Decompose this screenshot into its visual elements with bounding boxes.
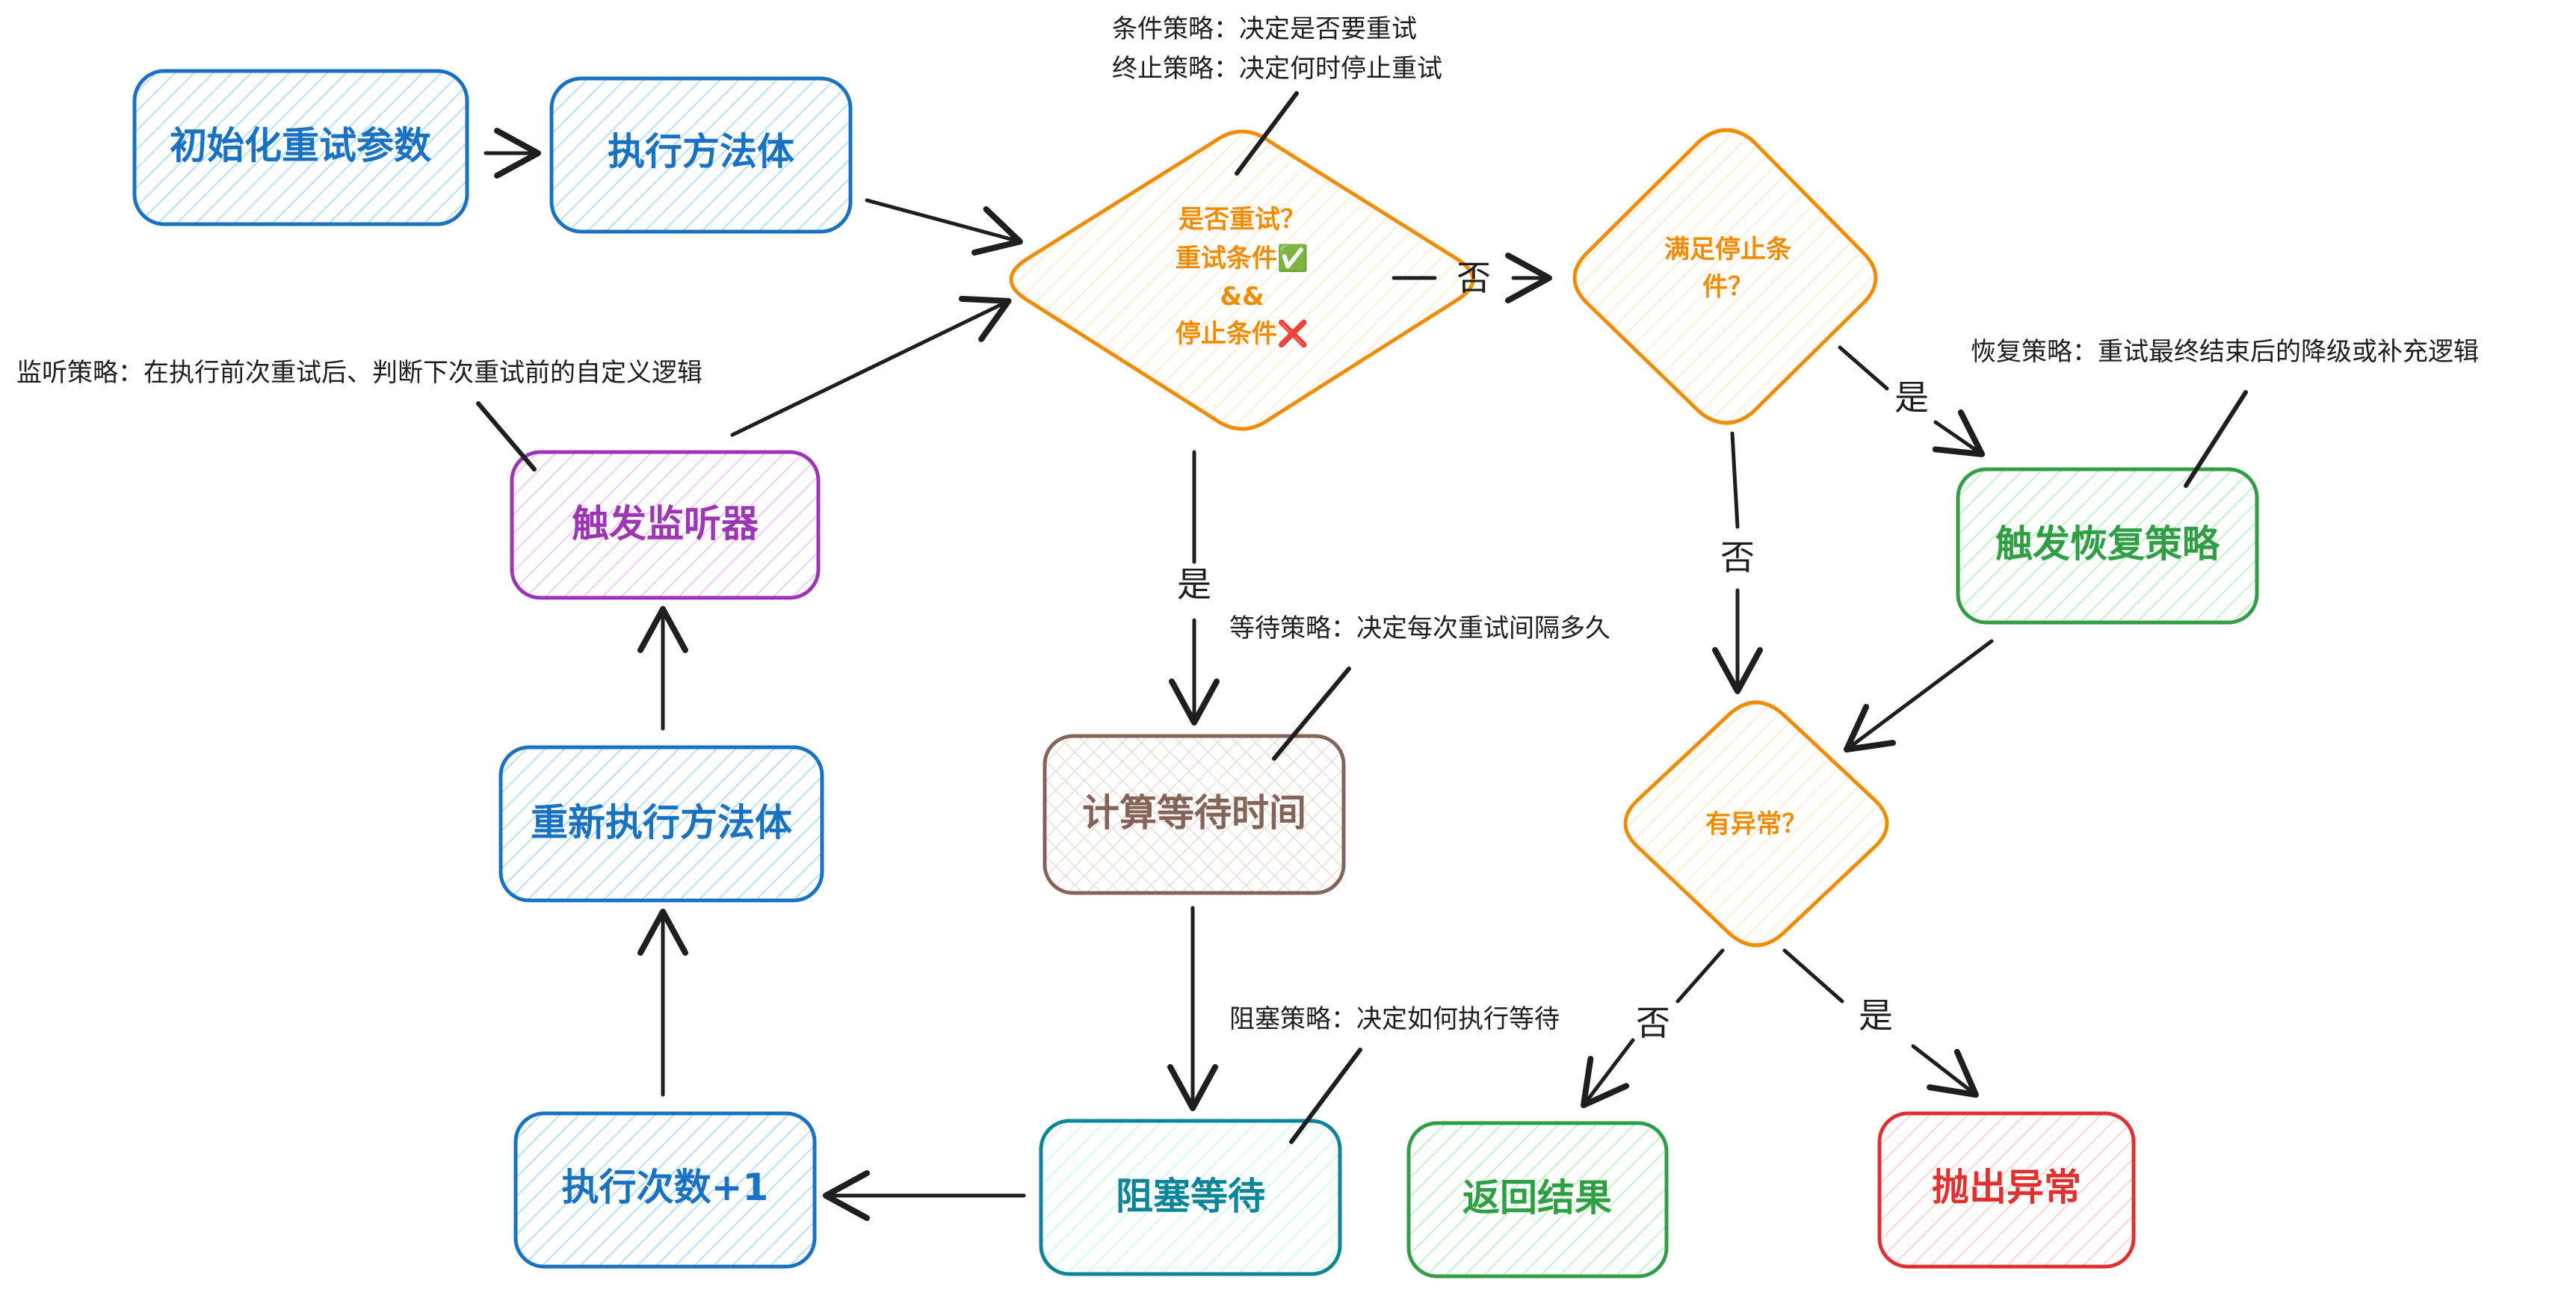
note-block: 阻塞策略：决定如何执行等待 [1229, 1004, 1560, 1034]
decision-stop-line2: 件？ [1702, 272, 1753, 302]
leader-block [1289, 1048, 1362, 1144]
decision-retry-line3: && [1220, 282, 1264, 312]
node-exec: 执行方法体 [549, 76, 853, 234]
node-listener-label: 触发监听器 [572, 502, 759, 545]
note-termination: 终止策略：决定何时停止重试 [1112, 54, 1442, 84]
edge-label-stop-no: 否 [1720, 537, 1755, 578]
node-calc-wait-label: 计算等待时间 [1082, 791, 1306, 835]
node-count-label: 执行次数+1 [562, 1166, 769, 1209]
arrow-exec-to-decision [865, 198, 1023, 256]
note-wait: 等待策略：决定每次重试间隔多久 [1229, 613, 1610, 643]
node-return-result: 返回结果 [1406, 1121, 1669, 1279]
edge-label-exc-yes: 是 [1859, 995, 1893, 1036]
decision-retry-line1: 是否重试？ [1179, 205, 1306, 235]
node-reexec: 重新执行方法体 [498, 745, 824, 903]
edge-label-retry-no: 否 [1457, 258, 1491, 298]
leader-wait [1272, 667, 1351, 761]
decision-exception: 有异常？ [1623, 700, 1889, 948]
edge-label-retry-yes: 是 [1177, 564, 1211, 605]
node-recovery: 触发恢复策略 [1956, 467, 2259, 625]
node-calc-wait: 计算等待时间 [1043, 734, 1346, 895]
edge-label-stop-yes: 是 [1894, 377, 1929, 418]
decision-stop-line1: 满足停止条 [1664, 235, 1791, 265]
leader-recover [2184, 390, 2248, 488]
decision-retry-line2: 重试条件✅ [1176, 244, 1309, 273]
decision-retry: 是否重试？ 重试条件✅ && 停止条件❌ [1009, 129, 1475, 431]
arrow-exception-to-throw [1782, 948, 1973, 1092]
node-block-wait-label: 阻塞等待 [1116, 1175, 1265, 1218]
decision-retry-line4: 停止条件❌ [1176, 319, 1309, 349]
note-recover: 恢复策略：重试最终结束后的降级或补充逻辑 [1971, 337, 2479, 367]
node-exec-label: 执行方法体 [608, 130, 794, 173]
edge-label-exc-no: 否 [1636, 1003, 1670, 1043]
node-init-label: 初始化重试参数 [170, 124, 431, 167]
note-listen: 监听策略：在执行前次重试后、判断下次重试前的自定义逻辑 [16, 358, 702, 388]
arrow-stop-yes-to-recovery [1838, 345, 1979, 452]
node-return-result-label: 返回结果 [1462, 1176, 1612, 1220]
node-throw-label: 抛出异常 [1932, 1166, 2081, 1209]
arrow-exception-to-return [1586, 948, 1725, 1102]
node-listener: 触发监听器 [510, 450, 821, 600]
node-block-wait: 阻塞等待 [1039, 1119, 1342, 1276]
note-condition: 条件策略：决定是否要重试 [1112, 14, 1417, 44]
arrow-listener-to-decision [730, 295, 1012, 437]
node-throw: 抛出异常 [1877, 1111, 2136, 1269]
decision-stop: 满足停止条 件？ [1572, 128, 1878, 425]
decision-exception-label: 有异常？ [1705, 809, 1807, 839]
node-reexec-label: 重新执行方法体 [531, 801, 792, 844]
leader-condition [1235, 91, 1299, 176]
arrow-stop-no-to-exception [1732, 431, 1738, 687]
node-recovery-label: 触发恢复策略 [1995, 522, 2220, 566]
node-init: 初始化重试参数 [132, 69, 469, 226]
arrow-recovery-to-exception [1843, 639, 1994, 752]
leader-listen [476, 401, 537, 472]
node-count: 执行次数+1 [513, 1111, 817, 1269]
